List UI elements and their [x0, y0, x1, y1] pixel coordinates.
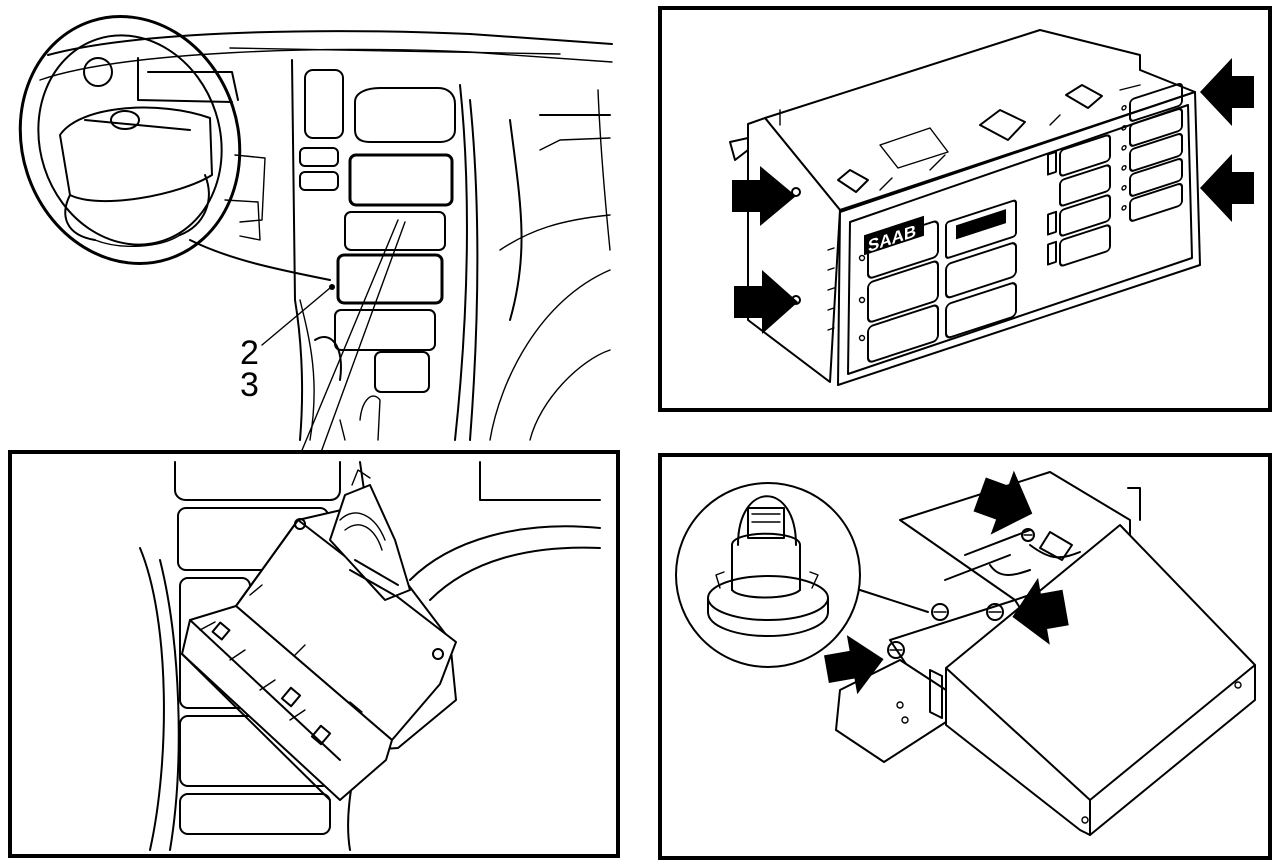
callout-2: 2 [240, 334, 259, 372]
callout-3: 3 [240, 366, 259, 404]
arrow-screw-left [824, 635, 884, 695]
arrow-upper-right [1200, 58, 1254, 126]
panel-unit-removal [8, 450, 620, 858]
arrow-lower-left [734, 270, 798, 334]
panel-bulb-detail [658, 453, 1272, 860]
bulb-holder-detail [675, 482, 861, 668]
arrow-lower-right [1200, 154, 1254, 222]
steering-wheel [18, 15, 242, 265]
panel-control-unit-front: SAAB [658, 6, 1272, 412]
screw-left [887, 641, 905, 659]
center-stack [291, 59, 479, 441]
arrow-upper-left [732, 166, 796, 226]
screw-right [986, 603, 1004, 621]
control-unit-box [181, 469, 457, 801]
arrow-screw-right [1012, 577, 1069, 645]
arrow-screw-upper [973, 470, 1033, 535]
screw-middle [931, 603, 949, 621]
dashboard-overview: 2 3 [18, 15, 613, 456]
